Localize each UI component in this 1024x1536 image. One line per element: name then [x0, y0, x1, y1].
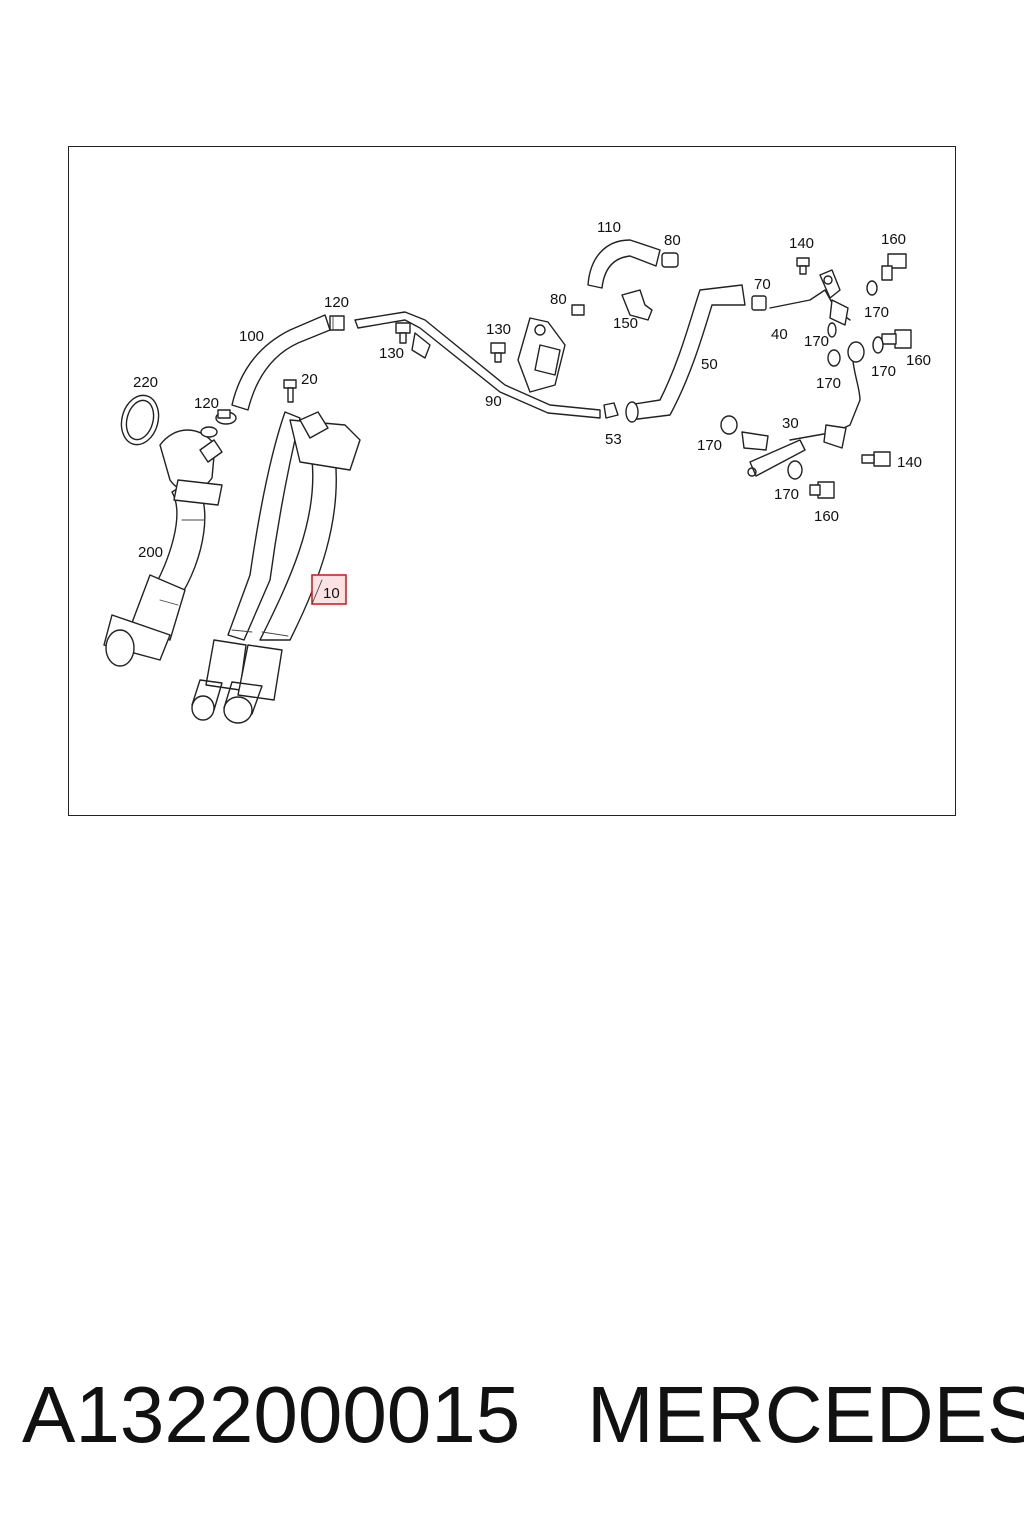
- diagram-frame: [68, 146, 956, 816]
- part-70-clamp[interactable]: [751, 295, 767, 311]
- callout-130: 130: [486, 321, 511, 338]
- part-40-pipe[interactable]: [769, 269, 851, 326]
- brand-name: MERCEDES: [586, 1370, 1024, 1459]
- callout-100: 100: [239, 328, 264, 345]
- callout-140: 140: [789, 235, 814, 252]
- part-110-hose[interactable]: [587, 239, 661, 289]
- part-170-washer-f[interactable]: [787, 460, 803, 480]
- callout-70: 70: [754, 276, 771, 293]
- callout-200: 200: [138, 544, 163, 561]
- part-120-clamp-upper[interactable]: [329, 315, 345, 331]
- caption: A1322000015 MERCEDES: [22, 1370, 1024, 1460]
- part-160-bolt-low[interactable]: [809, 481, 835, 499]
- part-100-hose[interactable]: [231, 314, 331, 411]
- part-140-bolt-right[interactable]: [861, 451, 891, 467]
- callout-160: 160: [814, 508, 839, 525]
- part-150-valve[interactable]: [621, 289, 653, 321]
- callout-160: 160: [906, 352, 931, 369]
- callout-120: 120: [194, 395, 219, 412]
- callout-170: 170: [774, 486, 799, 503]
- callout-220: 220: [133, 374, 158, 391]
- callout-50: 50: [701, 356, 718, 373]
- part-200-hose[interactable]: [103, 426, 223, 667]
- callout-10[interactable]: 10: [323, 585, 340, 602]
- part-30-pipe[interactable]: [741, 341, 865, 477]
- callout-80: 80: [664, 232, 681, 249]
- part-140-bolt-top[interactable]: [796, 257, 810, 275]
- callout-130: 130: [379, 345, 404, 362]
- callout-80: 80: [550, 291, 567, 308]
- callout-110: 110: [597, 219, 621, 236]
- callout-160: 160: [881, 231, 906, 248]
- callout-53: 53: [605, 431, 622, 448]
- callout-90: 90: [485, 393, 502, 410]
- part-90-pipe[interactable]: [354, 311, 601, 419]
- part-50-hose[interactable]: [625, 284, 746, 423]
- callout-40: 40: [771, 326, 788, 343]
- part-170-washer-d[interactable]: [827, 349, 841, 367]
- part-130-bolt-right[interactable]: [490, 342, 506, 363]
- part-number: A1322000015: [22, 1370, 521, 1459]
- callout-170: 170: [804, 333, 829, 350]
- callout-170: 170: [816, 375, 841, 392]
- callout-30: 30: [782, 415, 799, 432]
- part-53-clip[interactable]: [603, 402, 619, 419]
- callout-170: 170: [697, 437, 722, 454]
- part-80-clip-left[interactable]: [571, 304, 585, 316]
- callout-120: 120: [324, 294, 349, 311]
- part-170-washer-a[interactable]: [866, 280, 878, 296]
- part-80-clip-right[interactable]: [661, 252, 679, 268]
- callout-20: 20: [301, 371, 318, 388]
- callout-170: 170: [864, 304, 889, 321]
- part-170-washer-e[interactable]: [720, 415, 738, 435]
- part-10-twin-hose[interactable]: [191, 411, 361, 724]
- part-130-bolt-left[interactable]: [395, 322, 411, 344]
- callout-170: 170: [871, 363, 896, 380]
- part-120-clamp-left[interactable]: [215, 409, 237, 425]
- part-160-bolt-top[interactable]: [881, 253, 907, 281]
- part-170-washer-b[interactable]: [827, 322, 837, 338]
- callout-140: 140: [897, 454, 922, 471]
- part-20-bolt[interactable]: [283, 379, 297, 403]
- part-160-bolt-mid[interactable]: [881, 329, 912, 349]
- callout-150: 150: [613, 315, 638, 332]
- part-220-o-ring[interactable]: [116, 391, 164, 449]
- part-170-washer-c[interactable]: [872, 336, 884, 354]
